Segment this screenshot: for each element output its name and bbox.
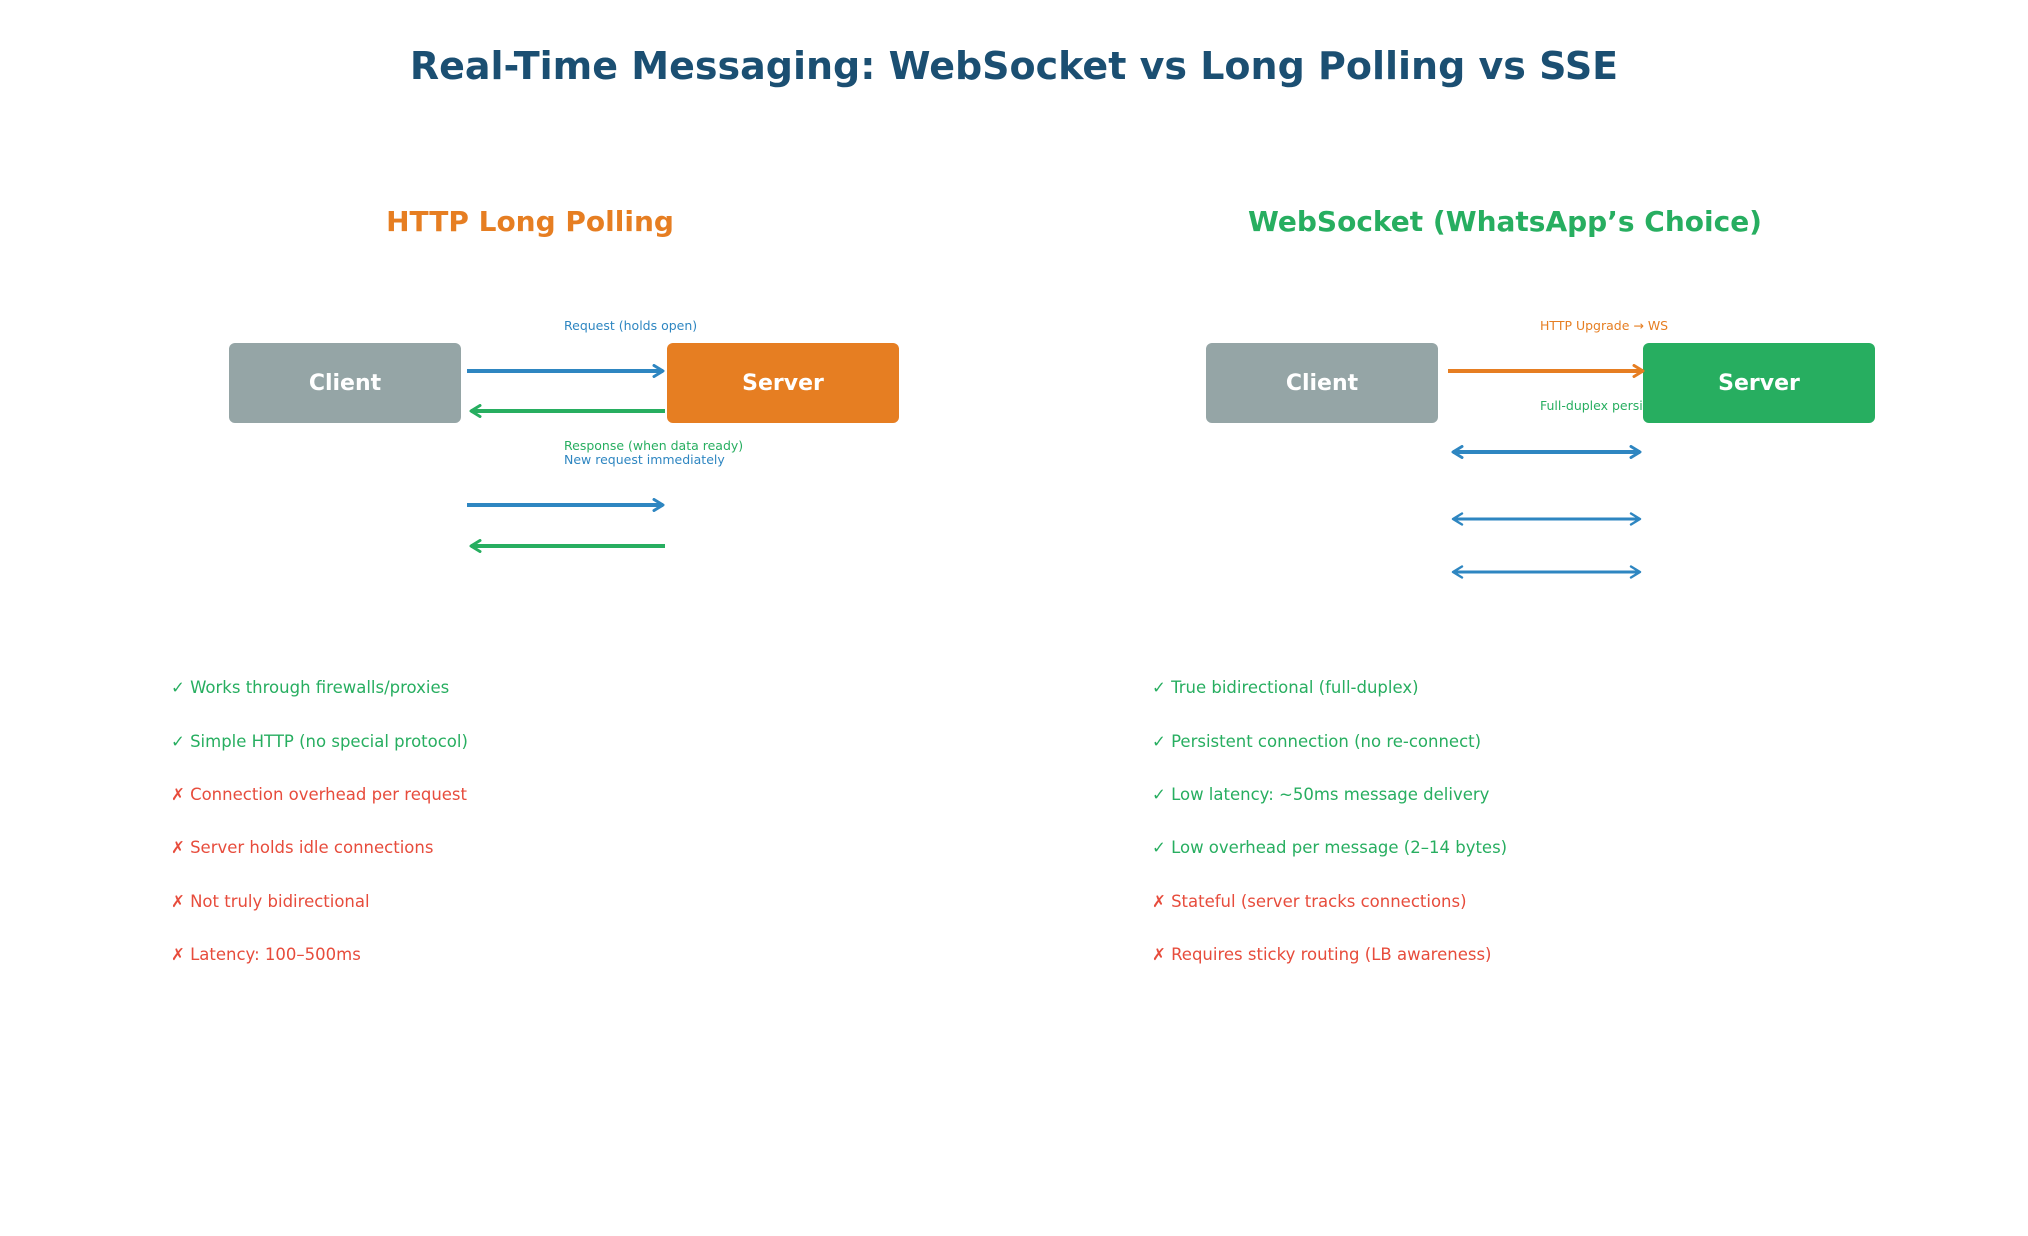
duplex-label: Full-duplex persi (1540, 398, 1643, 413)
websocket-con-2: ✗ Requires sticky routing (LB awareness) (1152, 945, 1492, 964)
upgrade-label: HTTP Upgrade → WS (1540, 318, 1669, 333)
websocket-pro-3: ✓ Low latency: ~50ms message delivery (1152, 785, 1490, 804)
websocket-title: WebSocket (WhatsApp’s Choice) (1248, 205, 1762, 238)
long-polling-con-2: ✗ Server holds idle connections (171, 838, 434, 857)
long-polling-title: HTTP Long Polling (386, 205, 674, 238)
websocket-con-1: ✗ Stateful (server tracks connections) (1152, 892, 1467, 911)
long-polling-client-box: Client (229, 343, 461, 423)
request-label: Request (holds open) (564, 318, 698, 333)
response-label: Response (when data ready) (564, 438, 744, 453)
server-label: Server (1718, 370, 1800, 396)
websocket-client-box: Client (1206, 343, 1438, 423)
client-label: Client (1285, 370, 1359, 396)
websocket-pro-2: ✓ Persistent connection (no re-connect) (1152, 732, 1482, 751)
long-polling-pro-1: ✓ Works through firewalls/proxies (171, 678, 450, 697)
websocket-pro-4: ✓ Low overhead per message (2–14 bytes) (1152, 838, 1508, 857)
long-polling-con-4: ✗ Latency: 100–500ms (171, 945, 361, 964)
long-polling-server-box: Server (667, 343, 899, 423)
long-polling-con-3: ✗ Not truly bidirectional (171, 892, 370, 911)
websocket-pro-1: ✓ True bidirectional (full-duplex) (1152, 678, 1419, 697)
server-label: Server (742, 370, 824, 396)
page-title: Real-Time Messaging: WebSocket vs Long P… (409, 44, 1619, 88)
long-polling-pro-2: ✓ Simple HTTP (no special protocol) (171, 732, 468, 751)
websocket-server-box: Server (1643, 343, 1875, 423)
long-polling-con-1: ✗ Connection overhead per request (171, 785, 467, 804)
new-request-label: New request immediately (564, 452, 725, 467)
client-label: Client (308, 370, 382, 396)
